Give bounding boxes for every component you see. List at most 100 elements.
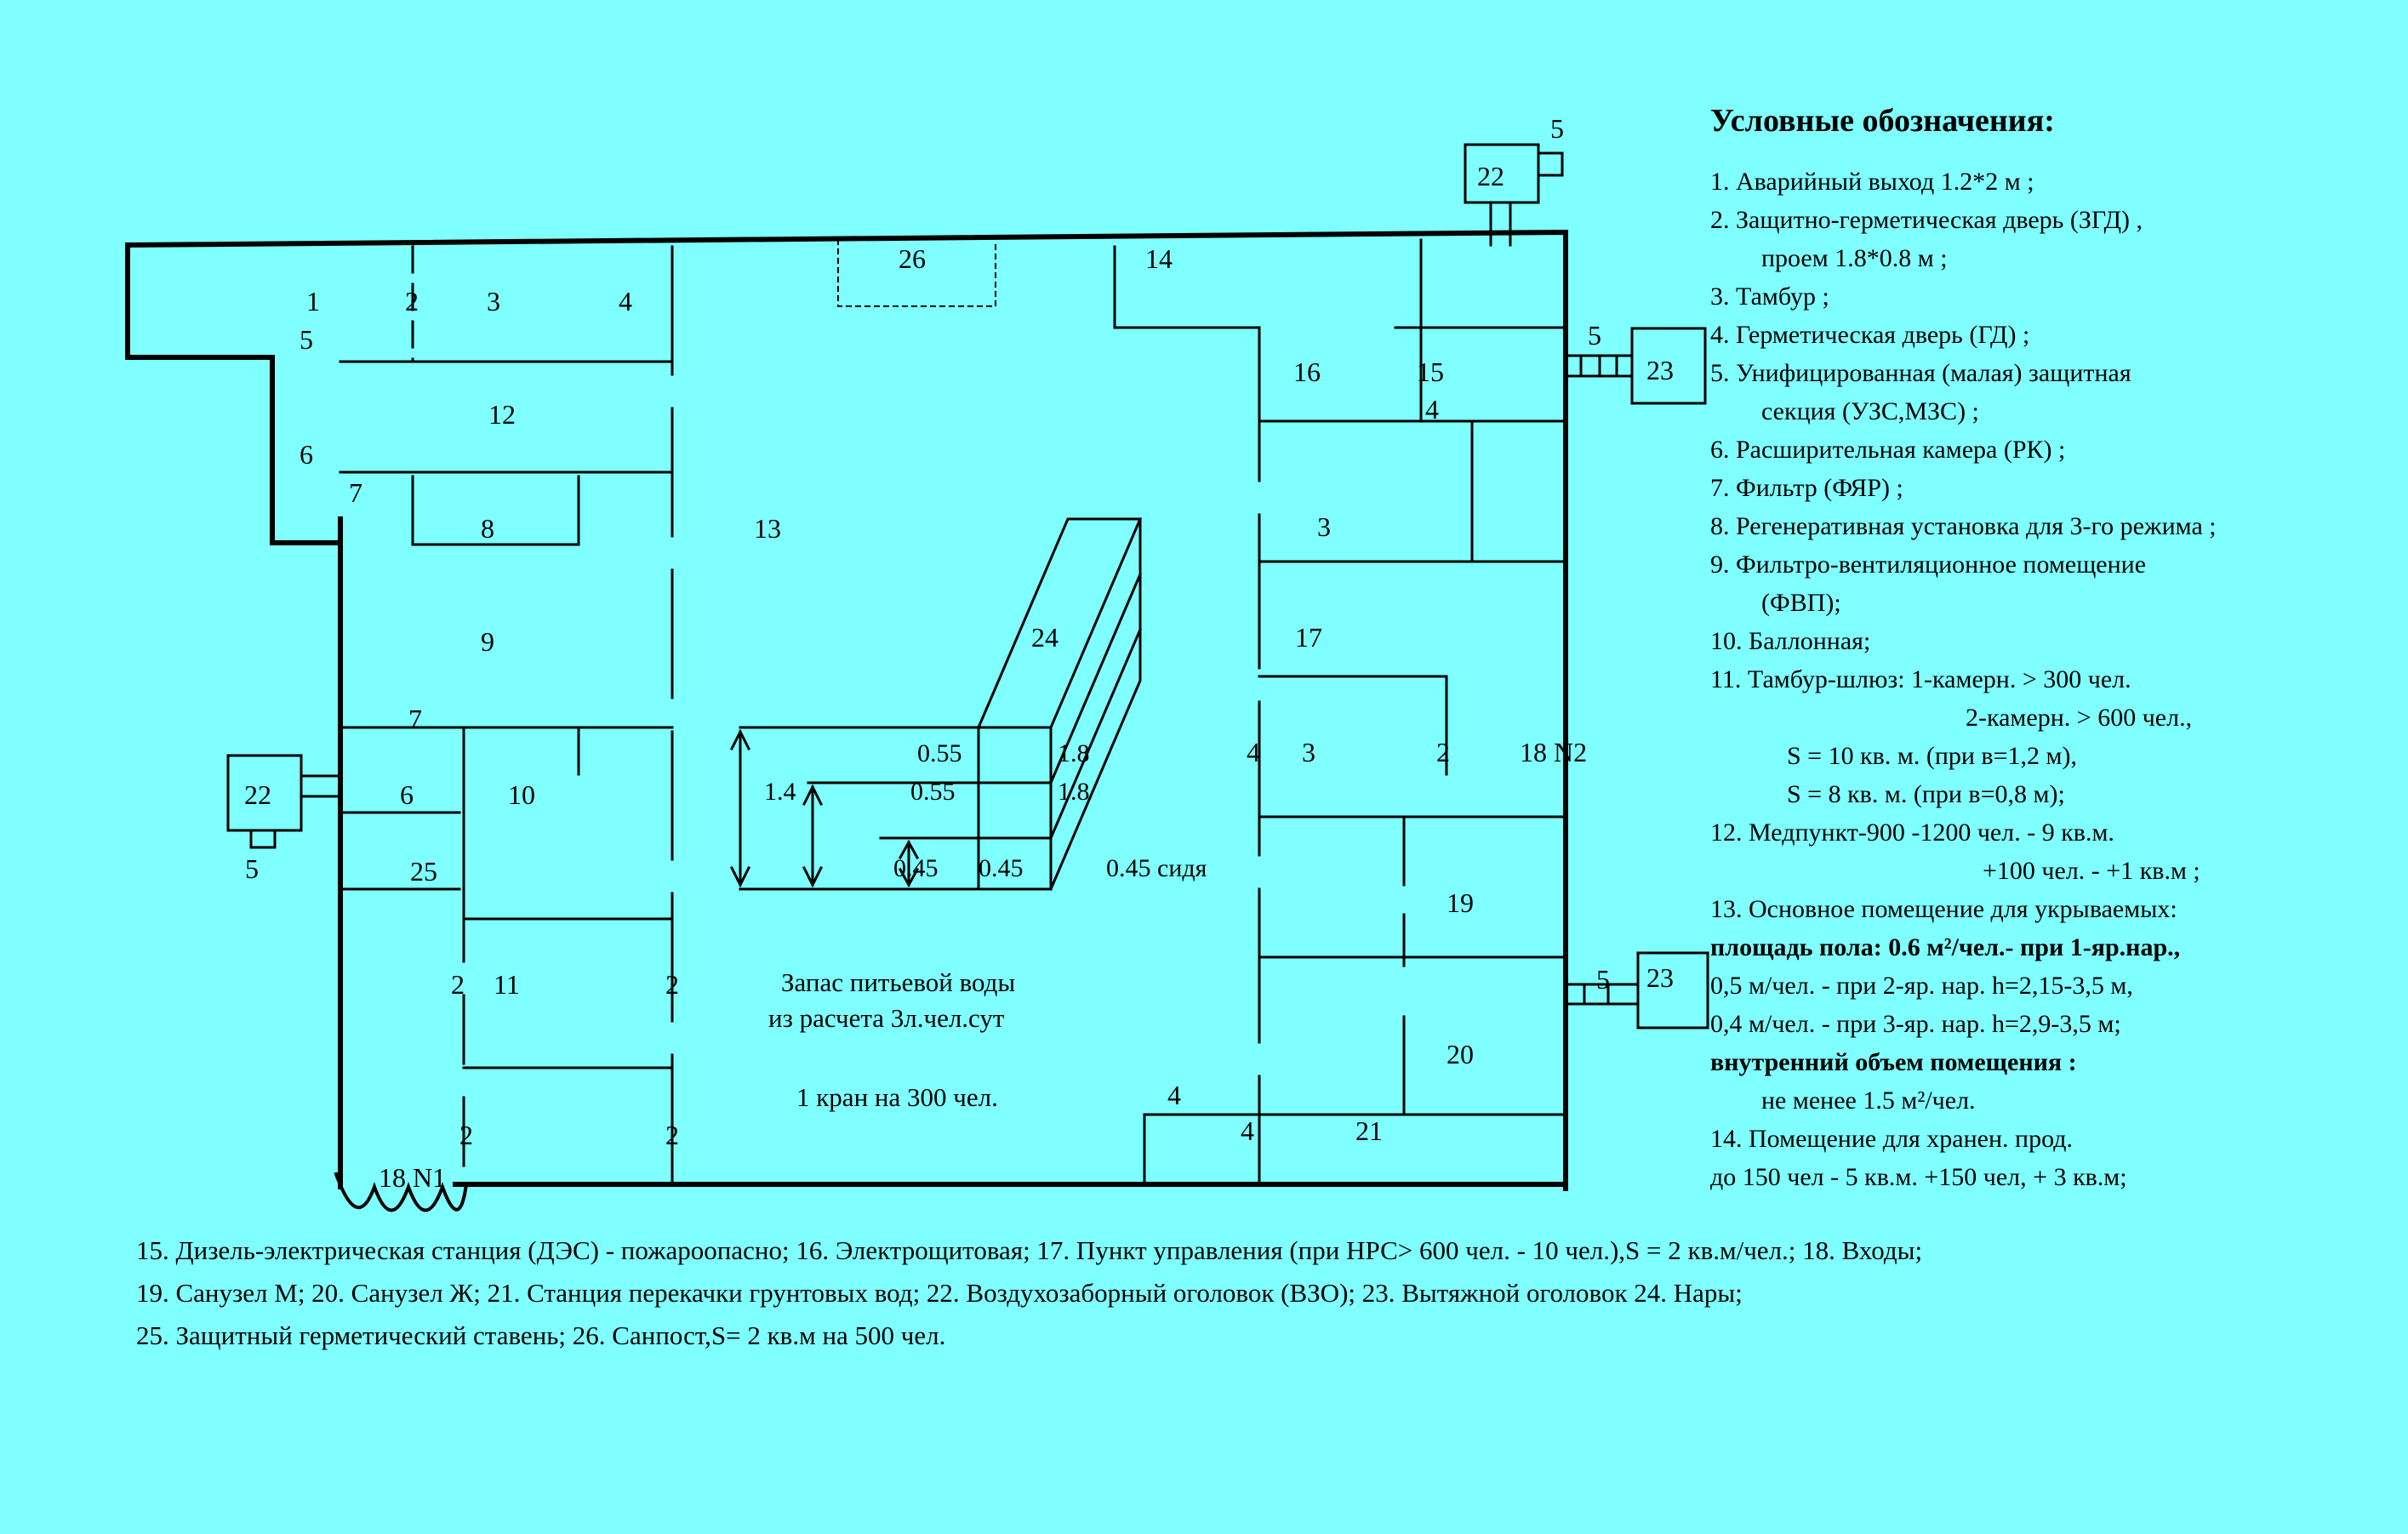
- exhaust-23-label: 23: [1646, 962, 1674, 993]
- room-26-label: 26: [899, 243, 926, 274]
- door-2-label: 2: [1436, 737, 1450, 767]
- legend-item: S = 10 кв. м. (при в=1,2 м),: [1787, 742, 2077, 770]
- room-14-label: 14: [1145, 243, 1173, 274]
- room-5-label: 5: [300, 324, 313, 355]
- legend-item: 3. Тамбур ;: [1710, 282, 1829, 311]
- room-11-label: 11: [494, 969, 520, 1000]
- entrance-n2-label: 18 N2: [1520, 737, 1587, 767]
- room-1-label: 1: [306, 286, 320, 316]
- legend-item: внутренний объем помещения :: [1710, 1048, 2077, 1076]
- legend-item: 2. Защитно-герметическая дверь (ЗГД) ,: [1710, 206, 2143, 234]
- legend: Условные обозначения: 1. Аварийный выход…: [1710, 102, 2217, 1196]
- door-4-label: 4: [1247, 737, 1260, 767]
- legend-item: 0,5 м/чел. - при 2-яр. нар. h=2,15-3,5 м…: [1710, 972, 2133, 1000]
- room-15-label: 15: [1417, 356, 1444, 387]
- legend-item: 9. Фильтро-вентиляционное помещение: [1710, 550, 2147, 579]
- entrance-n1: [334, 1172, 469, 1212]
- door-4-label: 4: [1241, 1115, 1254, 1146]
- legend-item: 12. Медпункт-900 -1200 чел. - 9 кв.м.: [1710, 818, 2114, 847]
- unit-5-label: 5: [245, 853, 259, 884]
- legend-item: 14. Помещение для хранен. прод.: [1710, 1125, 2073, 1153]
- room-13-label: 13: [754, 513, 781, 544]
- air-intake-22-label: 22: [1477, 161, 1504, 191]
- bunk-dimensions: [729, 728, 920, 888]
- door-4-label: 4: [1167, 1080, 1181, 1110]
- air-intake-left: [226, 754, 342, 849]
- bunk-height-label: 0.55: [910, 778, 956, 806]
- legend-item: 10. Баллонная;: [1710, 627, 1871, 655]
- room-7b-label: 7: [408, 704, 422, 734]
- door-2-label: 2: [665, 1120, 679, 1150]
- legend-item: S = 8 кв. м. (при в=0,8 м);: [1787, 780, 2065, 808]
- unit-5-label: 5: [1588, 320, 1601, 351]
- room-16-label: 16: [1293, 356, 1321, 387]
- room-6-label: 6: [300, 439, 313, 470]
- legend-item: 0,4 м/чел. - при 3-яр. нар. h=2,9-3,5 м;: [1710, 1010, 2121, 1038]
- room-4-label: 4: [619, 286, 632, 316]
- legend-item: 6. Расширительная камера (РК) ;: [1710, 436, 2066, 464]
- door-4-label: 4: [1425, 394, 1439, 425]
- bunk-height-label: 1.4: [764, 778, 796, 806]
- room-25-label: 25: [410, 856, 437, 887]
- room-3-label: 3: [487, 286, 500, 316]
- room-20-label: 20: [1447, 1039, 1474, 1069]
- room-17-label: 17: [1295, 622, 1322, 653]
- water-note: из расчета 3л.чел.сут: [768, 1003, 1005, 1033]
- legend-item: (ФВП);: [1761, 589, 1841, 617]
- room-21-label: 21: [1355, 1115, 1383, 1146]
- legend-item: проем 1.8*0.8 м ;: [1761, 244, 1948, 272]
- room-9-label: 9: [481, 626, 494, 657]
- door-2-label: 2: [459, 1120, 473, 1150]
- tap-note: 1 кран на 300 чел.: [796, 1082, 998, 1112]
- room-3-label: 3: [1317, 511, 1331, 542]
- room-7-label: 7: [349, 477, 362, 508]
- unit-5-label: 5: [1596, 964, 1610, 995]
- room-6b-label: 6: [400, 779, 414, 810]
- legend-item: 7. Фильтр (ФЯР) ;: [1710, 474, 1903, 502]
- legend-item: 1. Аварийный выход 1.2*2 м ;: [1710, 168, 2034, 196]
- room-3-label: 3: [1302, 737, 1315, 767]
- unit-5-label: 5: [1550, 113, 1564, 144]
- sitting-height-label: 0.45 сидя: [1106, 854, 1207, 882]
- legend-item: не менее 1.5 м²/чел.: [1761, 1086, 1976, 1115]
- exhaust-upper: [1564, 327, 1707, 405]
- sanpost-box: [837, 239, 996, 307]
- bunk-depth-label: 1.8: [1058, 739, 1090, 767]
- outer-walls: [124, 229, 1568, 1191]
- right-block-walls: [1113, 238, 1567, 1184]
- legend-item: 2-камерн. > 600 чел.,: [1966, 704, 2193, 732]
- footer-line: 19. Санузел М; 20. Санузел Ж; 21. Станци…: [136, 1278, 1743, 1308]
- air-intake-top: [1464, 143, 1564, 247]
- legend-item: до 150 чел - 5 кв.м. +150 чел, + 3 кв.м;: [1710, 1163, 2127, 1191]
- room-10-label: 10: [508, 779, 535, 810]
- water-note: Запас питьевой воды: [781, 967, 1015, 997]
- exhaust-lower: [1564, 951, 1709, 1029]
- bunk-height-label: 0.45: [979, 854, 1024, 882]
- room-8-label: 8: [481, 513, 494, 544]
- exhaust-23-label: 23: [1646, 355, 1674, 385]
- legend-item: 11. Тамбур-шлюз: 1-камерн. > 300 чел.: [1710, 665, 2131, 693]
- room-19-label: 19: [1447, 887, 1474, 918]
- entrance-n1-label: 18 N1: [379, 1162, 446, 1193]
- bunk-height-label: 0.55: [917, 739, 962, 767]
- bunk-depth-label: 1.8: [1058, 778, 1090, 806]
- room-24-label: 24: [1031, 622, 1058, 653]
- room-12-label: 12: [488, 399, 516, 430]
- door-2-label: 2: [451, 969, 465, 1000]
- footer-notes: 15. Дизель-электрическая станция (ДЭС) -…: [136, 1229, 1922, 1357]
- bunk-height-label: 0.45: [893, 854, 939, 882]
- legend-item: 4. Герметическая дверь (ГД) ;: [1710, 321, 2030, 349]
- room-2-label: 2: [405, 286, 419, 316]
- legend-item: секция (УЗС,МЗС) ;: [1761, 397, 1979, 425]
- legend-item: площадь пола: 0.6 м²/чел.- при 1-яр.нар.…: [1710, 933, 2181, 961]
- legend-item: 5. Унифицированная (малая) защитная: [1710, 359, 2131, 387]
- legend-item: 8. Регенеративная установка для 3-го реж…: [1710, 512, 2217, 540]
- footer-line: 15. Дизель-электрическая станция (ДЭС) -…: [136, 1235, 1923, 1265]
- legend-item: +100 чел. - +1 кв.м ;: [1983, 857, 2200, 885]
- air-intake-22-label: 22: [244, 779, 271, 810]
- bunk-beds: [739, 517, 1143, 891]
- legend-title: Условные обозначения:: [1710, 103, 2055, 139]
- legend-item: 13. Основное помещение для укрываемых:: [1710, 895, 2177, 923]
- left-block-walls: [339, 245, 674, 1184]
